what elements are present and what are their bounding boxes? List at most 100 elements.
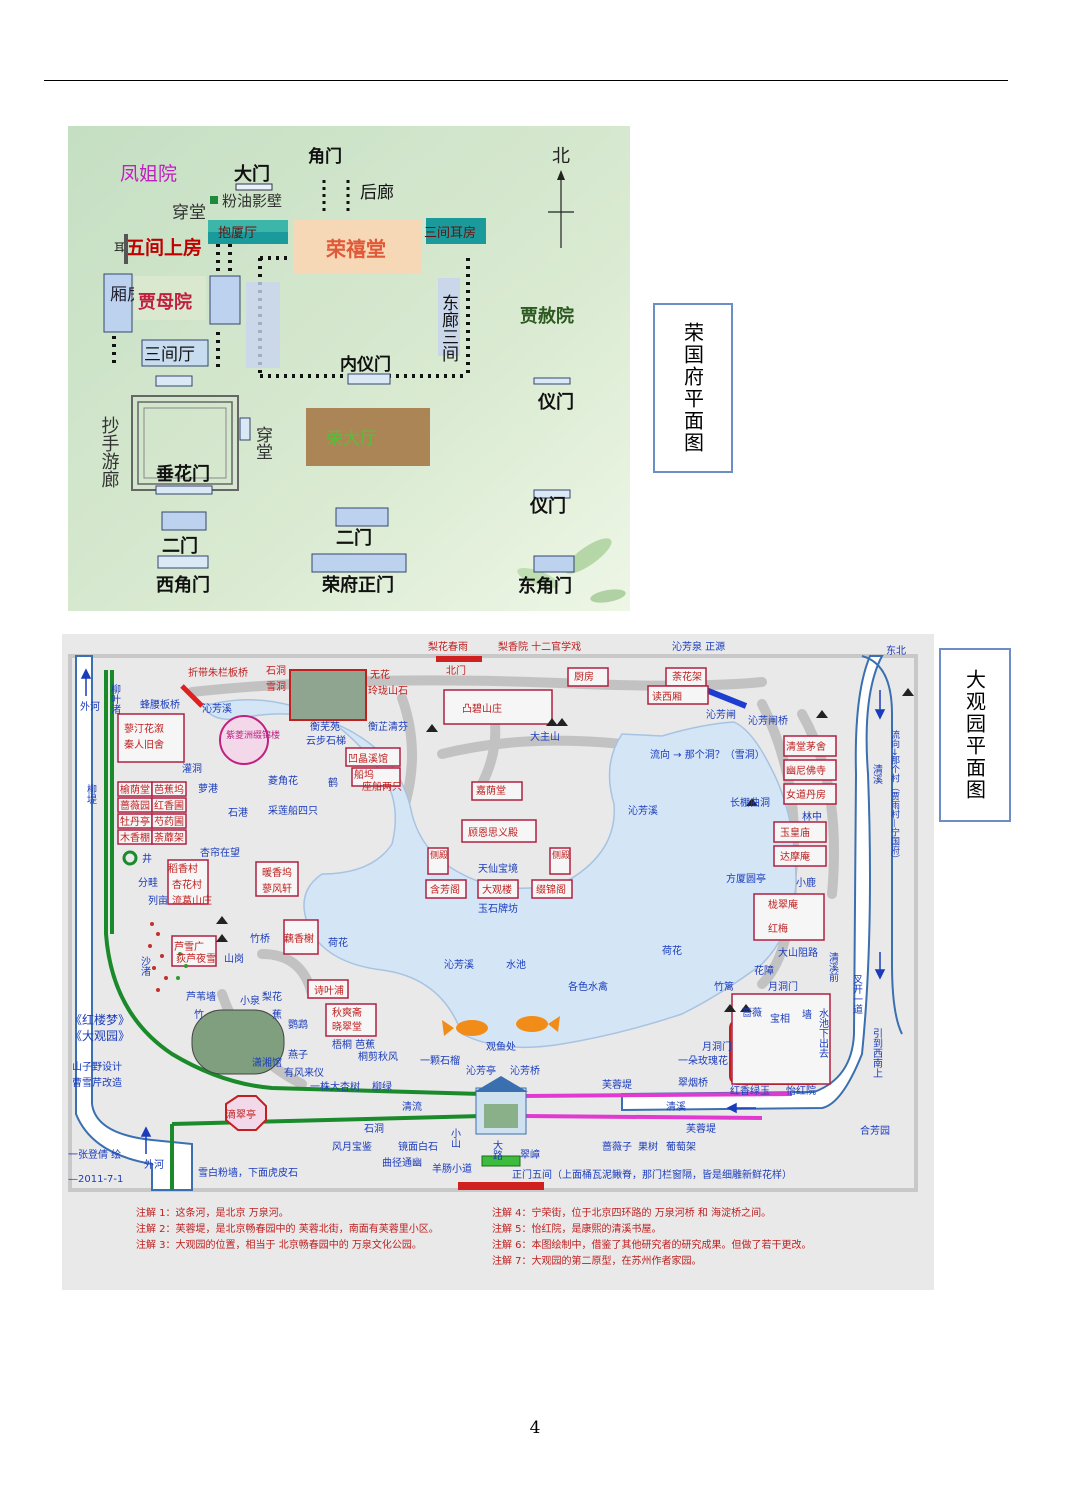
label-caoxueqin: 曹雪芹改造 — [72, 1076, 122, 1089]
label-guanyu: 观鱼处 — [486, 1040, 516, 1053]
label-chadao: 叉开一道 — [851, 974, 863, 1014]
label-daguanyuan-t: 《大观园》 — [70, 1029, 130, 1043]
label-qingxi2: 清溪 — [666, 1100, 686, 1113]
label-muxiangpeng: 木香棚 — [120, 831, 150, 844]
label-jingmian: 镜面白石 — [398, 1140, 438, 1153]
label-yangchang: 羊肠小道 — [432, 1162, 472, 1175]
label-yinyu: 鹦鹉 — [288, 1018, 308, 1031]
label-xiaocuitang: 晓翠堂 — [332, 1021, 362, 1033]
label-cuizhang: 翠嶂 — [520, 1148, 540, 1161]
note-7: 注解 7：大观园的第二原型，在苏州作者家园。 — [492, 1254, 702, 1267]
label-chufang: 厨房 — [574, 670, 594, 683]
label-yike: 一颗石榴 — [420, 1054, 460, 1067]
label-ermen-left: 二门 — [162, 535, 198, 557]
label-xuedong: 雪洞 — [266, 681, 286, 693]
label-huazhang: 花障 — [754, 964, 774, 977]
label-daoshan: 大山阻路 — [778, 946, 818, 959]
rongguofu-map: 北 凤姐院 大门 角门 后廊 穿堂 粉油影壁 抱厦厅 荣禧堂 三间耳房 耳 五间… — [68, 126, 630, 611]
label-xiaoxiangguan: 潇湘馆 — [252, 1056, 282, 1069]
label-jiaomen-top: 角门 — [308, 146, 342, 167]
label-yanzi: 燕子 — [288, 1049, 308, 1061]
label-xiuniao: 月洞门 — [702, 1040, 732, 1053]
north-label: 北 — [552, 146, 570, 167]
label-shuichi: 水池 — [506, 958, 526, 971]
label-donglang: 东廊三间 — [438, 294, 459, 363]
label-liuluo: 流葛山庄 — [172, 894, 212, 907]
label-furongdi2: 芙蓉堤 — [686, 1122, 716, 1135]
label-qinren: 秦人旧舍 — [124, 738, 164, 751]
label-dazhushan: 大主山 — [530, 730, 560, 743]
label-qinfangqiao2: 沁芳桥 — [510, 1064, 540, 1077]
label-zuochuan: 座船两只 — [362, 780, 402, 793]
label-xinghua: 杏帘在望 — [200, 846, 240, 859]
label-longcui: 栊翠庵 — [768, 898, 798, 911]
label-cedian1: 侧殿 — [430, 849, 448, 861]
label-duxiewu: 读西厢 — [652, 690, 682, 703]
label-dalu: 大路 — [491, 1139, 503, 1161]
label-fengyue: 风月宝鉴 — [332, 1140, 372, 1153]
label-guandong: 灌洞 — [182, 763, 202, 775]
label-zhedaizhulan: 折带朱栏板桥 — [188, 666, 248, 679]
label-shidong2: 石洞 — [364, 1123, 384, 1135]
label-yiduomei: 一朵玫瑰花 — [678, 1054, 728, 1067]
label-furongdi1: 芙蓉堤 — [602, 1078, 632, 1091]
label-hehua1: 荷花 — [328, 936, 348, 949]
label-tongyin: 梧桐 芭蕉 — [332, 1038, 375, 1051]
label-qinfangxi2: 沁芳溪 — [628, 804, 658, 817]
label-qiang: 墙 — [802, 1008, 812, 1021]
label-shigang: 石港 — [228, 807, 248, 819]
label-baoxiating: 抱厦厅 — [218, 225, 257, 241]
label-baoxiang: 宝相 — [770, 1012, 790, 1025]
green-wall — [104, 670, 483, 1190]
label-dilu: 荻芦夜雪 — [176, 952, 216, 965]
label-hongxiang: 红香绿玉 — [730, 1084, 770, 1097]
label-jiao: 蕉 — [272, 1009, 282, 1021]
label-hengzhi: 衡芷清芬 — [368, 720, 408, 733]
label-liuxiang: 流向 → 那个洞？（雪洞） — [650, 748, 765, 761]
label-waihe1: 外河 — [80, 701, 100, 713]
label-aobi: 凸碧山庄 — [462, 702, 502, 715]
label-guoshu: 果树 — [638, 1140, 658, 1153]
label-zilingzhou: 紫菱洲缀锦楼 — [226, 729, 280, 741]
label-lihua: 梨花 — [262, 990, 282, 1003]
label-xiaoshan: 小山 — [449, 1128, 461, 1148]
rongguofu-caption-text: 荣国府平面图 — [680, 322, 705, 454]
label-tongjian: 桐剪秋风 — [358, 1050, 398, 1063]
label-xuebai: 雪白粉墙，下面虎皮石 — [198, 1166, 298, 1179]
mountain-icon — [216, 688, 914, 1012]
label-dongbei: 东北 — [886, 644, 906, 657]
label-zhu: 竹 — [194, 1008, 204, 1021]
page-number: 4 — [529, 1418, 541, 1438]
label-liudi: 柳堤 — [85, 783, 97, 805]
label-qinfangqiao1: 沁芳闸桥 — [748, 714, 788, 727]
label-ouxiangxie: 藕香榭 — [284, 932, 314, 945]
label-linzhong: 林中 — [802, 810, 822, 823]
label-jiamuyuan: 贾母院 — [138, 291, 192, 313]
label-qingtang: 清堂茅舍 — [786, 740, 826, 753]
daguanyuan-map: 梨花春雨 梨香院 十二官学戏 沁芳泉 正源 东北 折带朱栏板桥 石洞 雪洞 无花… — [62, 634, 934, 1290]
label-yihongyuan: 怡红院 — [786, 1084, 816, 1097]
label-qingxiqian: 清溪前 — [827, 951, 839, 983]
label-liaofengxuan: 蓼风轩 — [262, 882, 292, 895]
label-hehua2: 荷花 — [662, 944, 682, 957]
label-qinfangxi1: 沁芳溪 — [202, 702, 232, 715]
label-hefangyuan: 合芳园 — [860, 1124, 890, 1137]
label-luogang: 萝港 — [198, 783, 218, 795]
label-fenyou: 粉油影壁 — [222, 192, 282, 210]
label-shidong: 石洞 — [266, 665, 286, 677]
label-rongxitang: 荣禧堂 — [325, 237, 386, 261]
label-qiangwei: 蔷薇 — [742, 1006, 762, 1019]
label-xinghuacun: 杏花村 — [172, 878, 202, 891]
label-fengyaoban: 蜂腰板桥 — [140, 698, 180, 711]
label-chuanwu: 船坞 — [354, 768, 374, 781]
label-erfang-left: 耳 — [114, 241, 125, 254]
label-liaoting: 蓼汀花溆 — [124, 722, 164, 735]
label-chuihuamen: 垂花门 — [156, 463, 210, 485]
note-2: 注解 2：芙蓉堤，是北京畅春园中的 芙蓉北街，南面有芙蓉里小区。 — [136, 1222, 439, 1235]
label-xiaoquan: 小泉 — [240, 994, 260, 1007]
note-4: 注解 4：宁荣街，位于北京四环路的 万泉河桥 和 海淀桥之间。 — [492, 1206, 771, 1219]
label-shaoyaopu: 芍药圃 — [154, 815, 184, 828]
label-hongmei: 红梅 — [768, 922, 788, 935]
label-cedian2: 侧殿 — [552, 849, 570, 861]
label-damoan: 达摩庵 — [780, 850, 810, 863]
